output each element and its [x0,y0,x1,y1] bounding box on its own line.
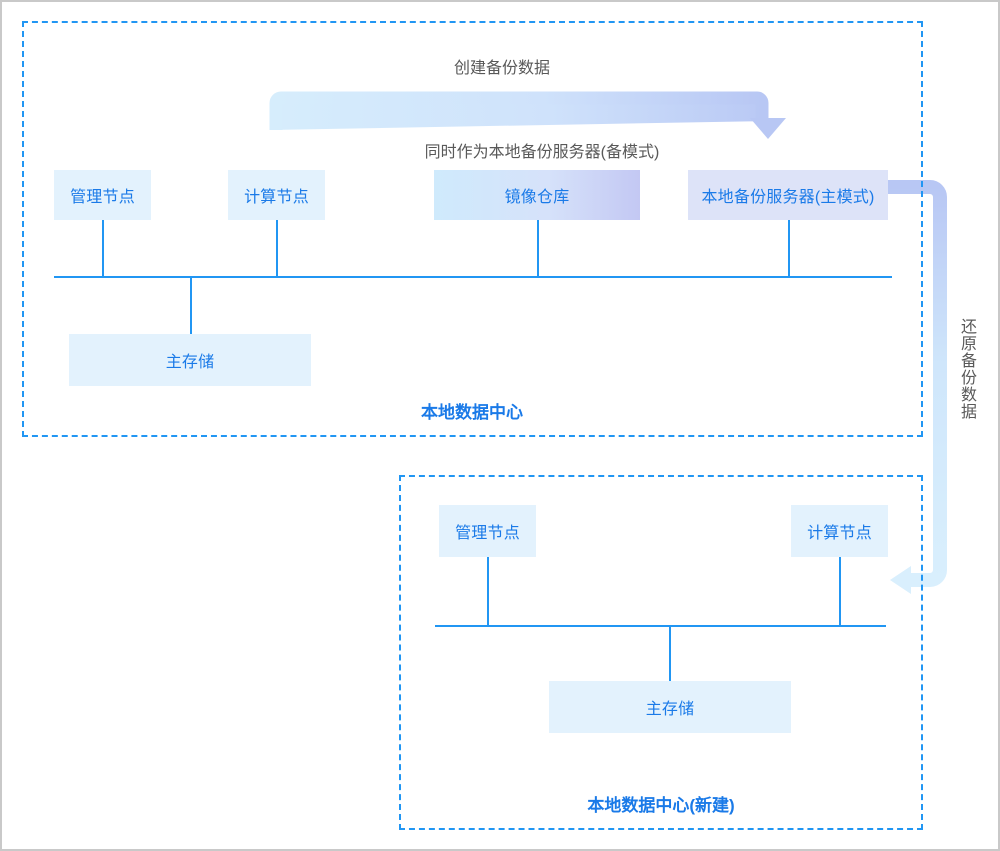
node-compute-node[interactable]: 计算节点 [228,170,325,220]
node-image-repo[interactable]: 镜像仓库 [434,170,640,220]
drop-line-mgmt-2 [487,556,489,626]
node-backup-server[interactable]: 本地备份服务器(主模式) [688,170,888,220]
drop-line-compute-2 [839,556,841,626]
create-backup-arrow [269,91,786,139]
drop-line-main-storage-2 [669,626,671,681]
node-label: 计算节点 [807,525,872,542]
node-label: 计算节点 [244,189,309,206]
node-compute-node-2[interactable]: 计算节点 [791,505,888,557]
zone-local-datacenter-title: 本地数据中心 [421,403,523,422]
drop-line-main-storage [190,277,192,334]
zone-local-datacenter-new [399,475,923,830]
node-label: 镜像仓库 [504,189,570,206]
drop-line-compute [276,220,278,277]
node-main-storage[interactable]: 主存储 [69,334,311,386]
standby-mode-label: 同时作为本地备份服务器(备模式) [424,144,660,161]
node-label: 主存储 [165,354,215,371]
bus-line-local [54,276,892,278]
node-mgmt-node-2[interactable]: 管理节点 [439,505,536,557]
node-label: 本地备份服务器(主模式) [701,189,875,206]
drop-line-mgmt [102,220,104,277]
drop-line-image-repo [537,220,539,277]
restore-backup-label: 还原备份数据 [958,318,975,420]
node-label: 管理节点 [455,525,520,542]
zone-local-datacenter-new-title: 本地数据中心(新建) [587,796,735,815]
node-label: 管理节点 [70,189,135,206]
node-label: 主存储 [645,701,695,718]
node-main-storage-2[interactable]: 主存储 [549,681,791,733]
node-mgmt-node[interactable]: 管理节点 [54,170,151,220]
bus-line-local-new [435,625,886,627]
restore-backup-arrow [886,180,947,594]
drop-line-backup-srv [788,220,790,277]
zone-local-datacenter [22,21,923,437]
create-backup-label: 创建备份数据 [453,60,550,77]
